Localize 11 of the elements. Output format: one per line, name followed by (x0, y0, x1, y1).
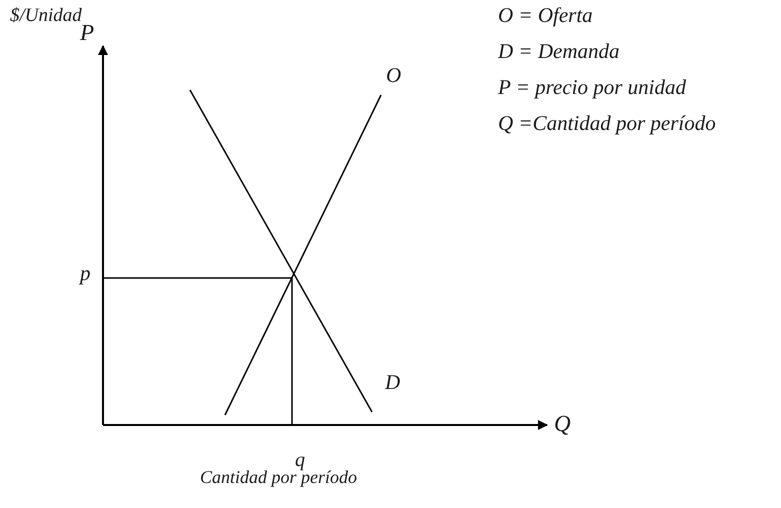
definition-text: D = Demanda (498, 40, 620, 64)
definition-text: P = precio por unidad (498, 76, 686, 100)
axis-value-label: p (80, 262, 90, 286)
definition-text: O = Oferta (498, 4, 593, 28)
axis-label: Q (554, 411, 571, 436)
unit-label: $/Unidad (10, 6, 82, 26)
curve-label: O (386, 64, 402, 88)
axis-label: P (80, 20, 94, 46)
definition-text: Q =Cantidad por período (498, 112, 716, 136)
curve-label: D (385, 371, 400, 394)
axis-value-label: q (295, 449, 305, 471)
